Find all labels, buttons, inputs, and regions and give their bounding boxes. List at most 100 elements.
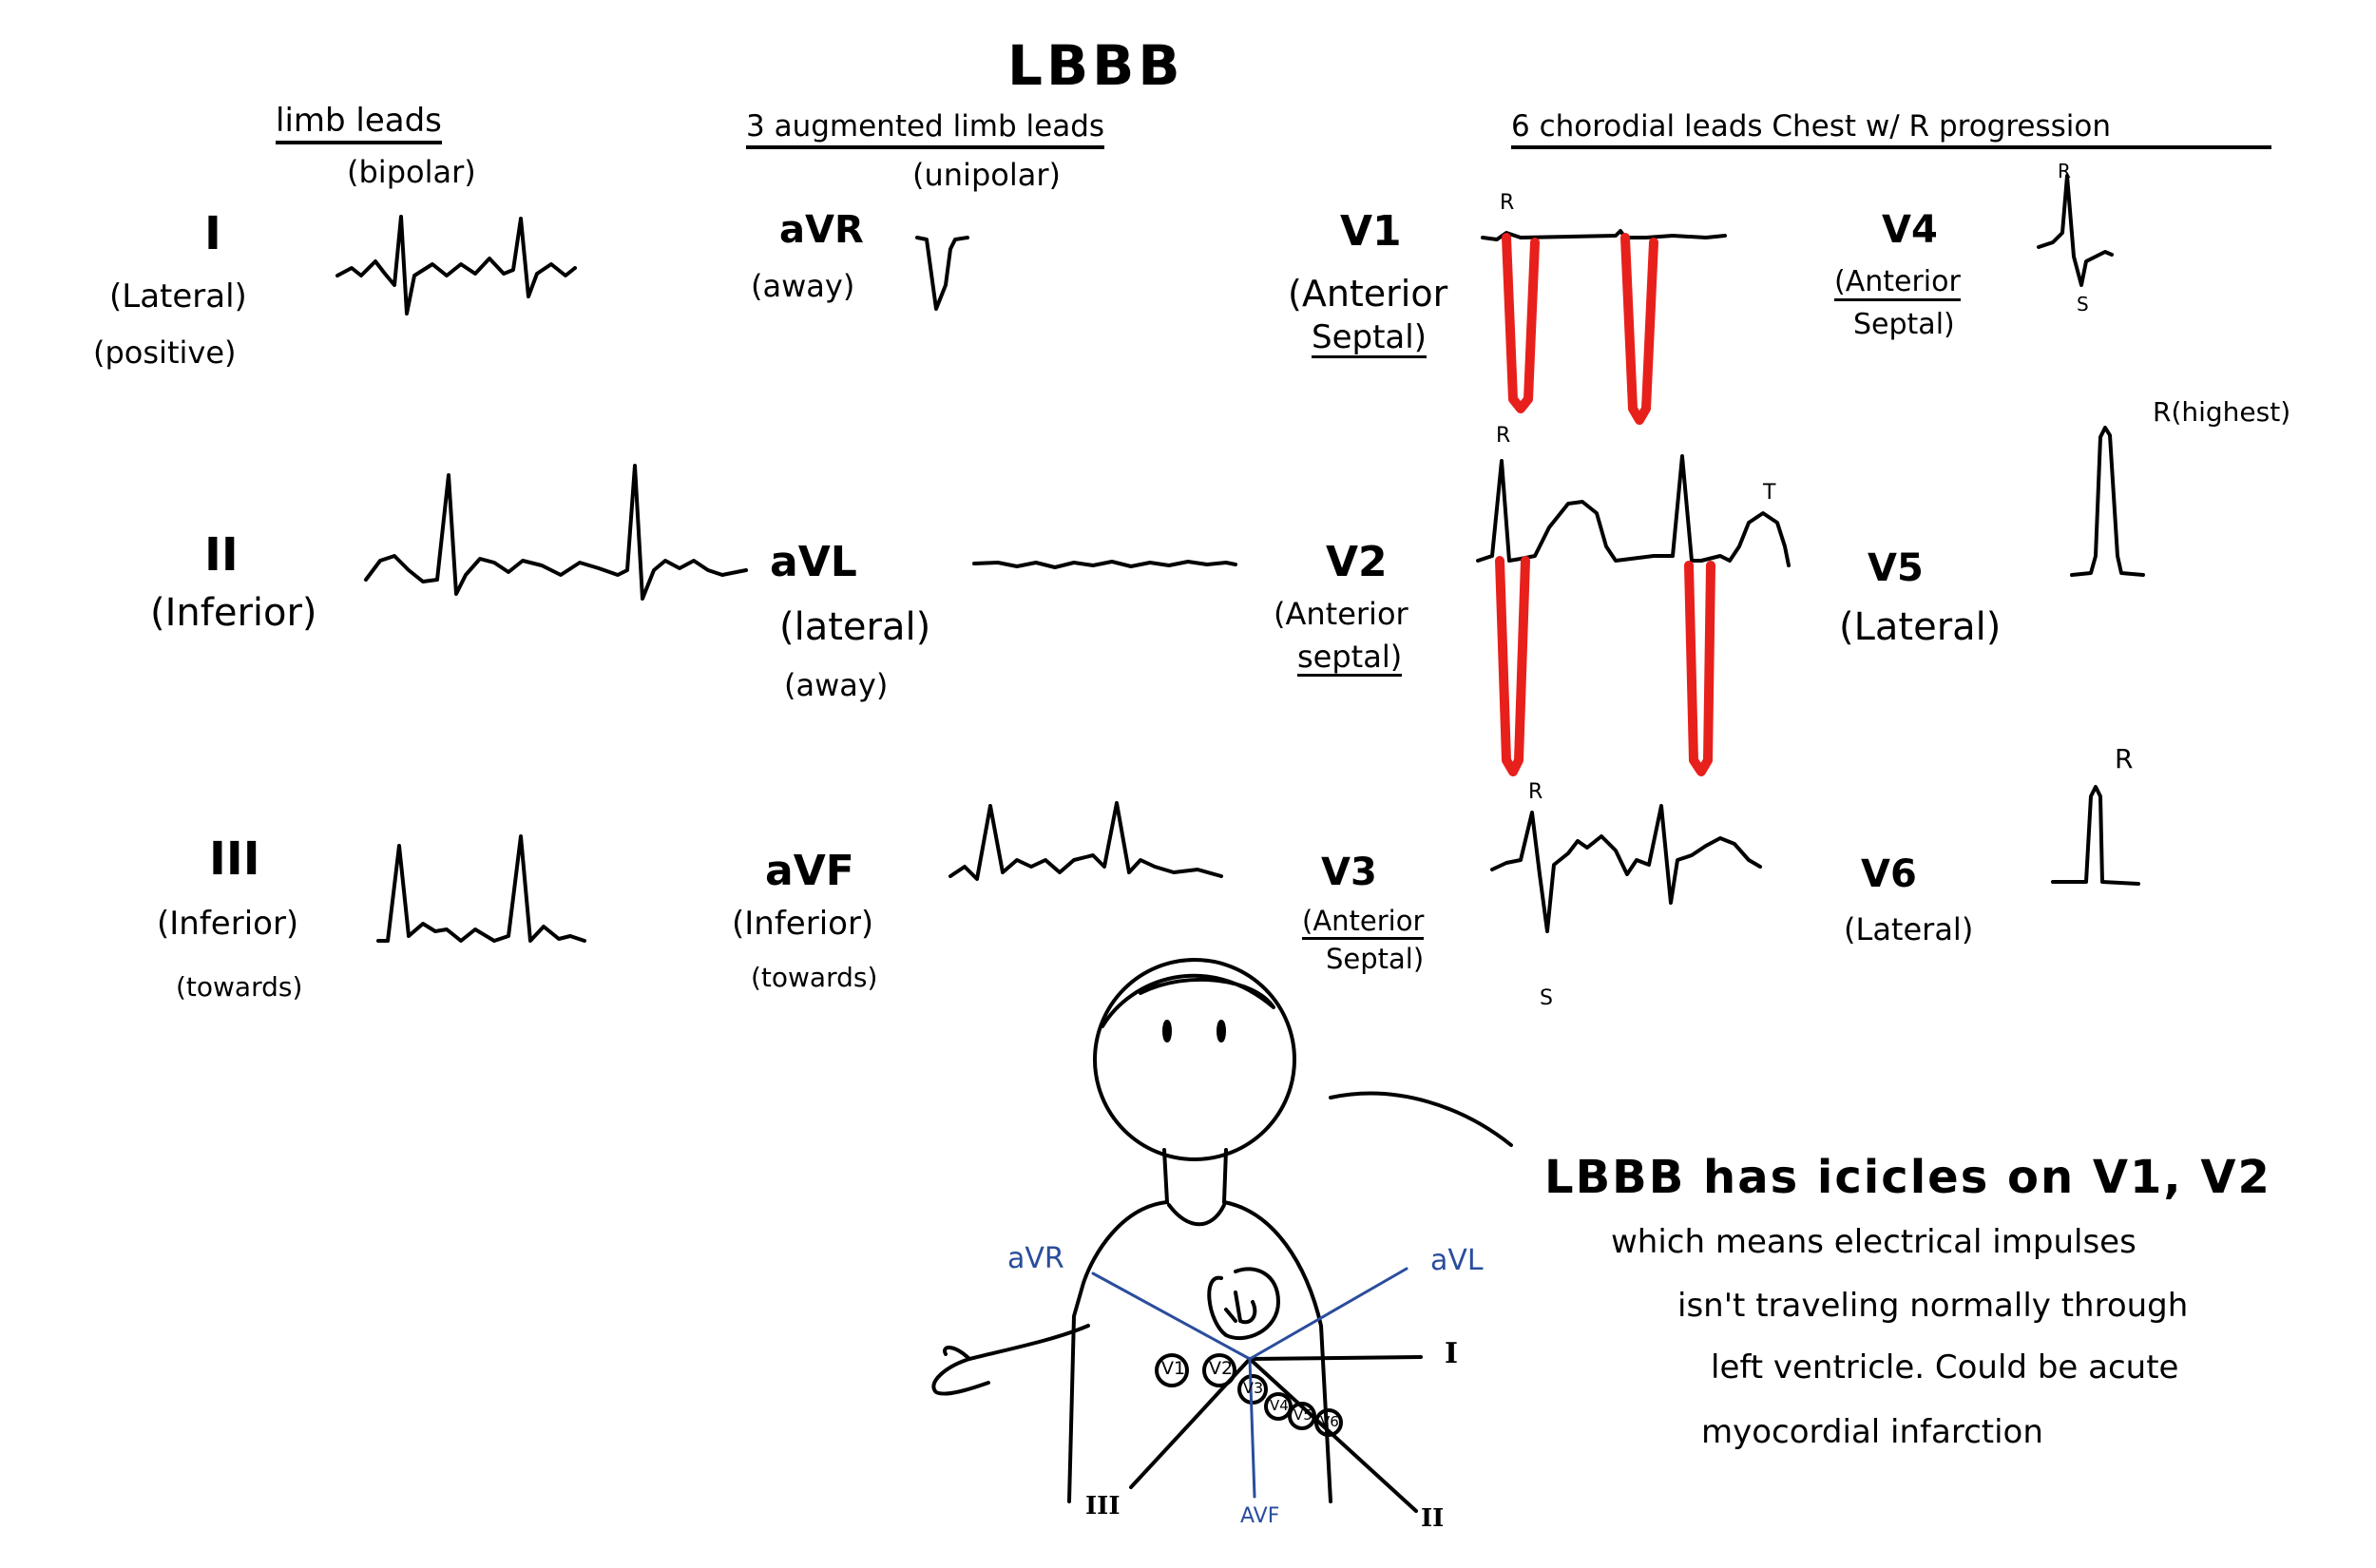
- v3-desc1: (Anterior: [1302, 908, 1425, 940]
- heart-shape: [1207, 1267, 1280, 1341]
- note-line-2: isn't traveling normally through: [1677, 1287, 2189, 1325]
- v1-r-label: R: [1500, 191, 1515, 215]
- avl-desc: (lateral): [779, 605, 931, 649]
- augmented-leads-sub: (unipolar): [912, 157, 1061, 193]
- electrode-v1-label: V1: [1161, 1358, 1186, 1379]
- v4-r-label: R: [2058, 160, 2071, 182]
- axis-i-line: [1248, 1355, 1423, 1361]
- axis-avl-label: aVL: [1430, 1244, 1484, 1277]
- figure-hair: [1101, 973, 1275, 1028]
- electrode-v1: [1155, 1353, 1189, 1387]
- axis-avr-label: aVR: [1007, 1242, 1064, 1275]
- speech-line: [1329, 1091, 1513, 1147]
- electrode-v2: [1202, 1353, 1236, 1387]
- v6-r-label: R: [2115, 743, 2134, 774]
- v3-name: V3: [1321, 851, 1377, 894]
- lead-iii-desc: (Inferior): [157, 905, 299, 943]
- figure-eye-right: [1217, 1020, 1226, 1042]
- axis-avl-line: [1248, 1267, 1408, 1361]
- v2-desc2: septal): [1297, 639, 1403, 677]
- axis-i-label: I: [1445, 1337, 1459, 1370]
- v2-icicle-2: [1684, 561, 1715, 776]
- axis-avf-line: [1248, 1357, 1256, 1499]
- chest-leads-header: 6 chorodial leads Chest w/ R progression: [1511, 112, 2271, 149]
- v3-desc2: Septal): [1326, 943, 1425, 975]
- v4-trace: [2037, 174, 2114, 287]
- avl-extra: (away): [784, 667, 889, 703]
- axis-avf-label: AVF: [1240, 1504, 1280, 1528]
- v5-r-label: R(highest): [2153, 396, 2291, 428]
- v1-icicle-2: [1620, 233, 1658, 425]
- v2-trace: [1476, 454, 1791, 567]
- v2-r-label: R: [1496, 424, 1511, 448]
- electrode-v4: [1264, 1392, 1293, 1421]
- avf-desc: (Inferior): [732, 905, 874, 943]
- v1-name: V1: [1340, 207, 1402, 256]
- lead-ii-name: II: [204, 528, 239, 582]
- lead-i-name: I: [204, 207, 221, 260]
- avf-extra: (towards): [751, 962, 878, 993]
- v2-name: V2: [1326, 538, 1388, 586]
- electrode-v3-label: V3: [1243, 1379, 1264, 1397]
- electrode-v2-label: V2: [1209, 1358, 1234, 1379]
- figure-collar: [1167, 1203, 1226, 1227]
- avl-trace: [972, 560, 1237, 569]
- v4-desc1: (Anterior: [1834, 268, 1961, 301]
- note-line-4: myocordial infarction: [1701, 1413, 2043, 1451]
- lead-iii-trace: [376, 834, 586, 943]
- avf-trace: [948, 801, 1223, 881]
- avr-trace: [915, 236, 969, 311]
- v1-baseline: [1481, 229, 1727, 241]
- electrode-v5-label: V5: [1293, 1406, 1313, 1424]
- electrode-v5: [1288, 1402, 1316, 1430]
- axis-iii-label: III: [1085, 1492, 1121, 1520]
- v2-desc1: (Anterior: [1274, 596, 1408, 632]
- electrode-v6: [1314, 1408, 1343, 1437]
- limb-leads-sub: (bipolar): [347, 154, 476, 190]
- v4-desc2: Septal): [1853, 308, 1955, 341]
- v5-trace: [2070, 426, 2145, 577]
- v6-desc1: (Lateral): [1844, 911, 1974, 947]
- lead-iii-extra: (towards): [176, 971, 303, 1003]
- lead-i-desc: (Lateral): [109, 277, 247, 316]
- v2-icicle-1: [1495, 556, 1530, 776]
- axis-avr-line: [1091, 1272, 1252, 1361]
- lead-i-trace: [335, 215, 577, 316]
- v5-desc1: (Lateral): [1839, 605, 2002, 649]
- avf-name: aVF: [765, 847, 854, 895]
- v3-s-label: S: [1540, 986, 1553, 1010]
- electrode-v6-label: V6: [1320, 1413, 1339, 1430]
- figure-arm: [931, 1324, 1090, 1396]
- lead-iii-name: III: [209, 832, 260, 886]
- v4-s-label: S: [2077, 293, 2089, 316]
- figure-eye-left: [1162, 1020, 1172, 1042]
- figure-head: [1093, 958, 1296, 1161]
- figure-neck: [1162, 1148, 1228, 1204]
- avr-name: aVR: [779, 208, 864, 252]
- heart-arrow: [1224, 1291, 1257, 1325]
- figure-torso: [1067, 1200, 1332, 1503]
- note-title: LBBB has icicles on V1, V2: [1544, 1151, 2271, 1204]
- v2-t-label: T: [1763, 481, 1776, 505]
- v1-desc1: (Anterior: [1288, 273, 1448, 315]
- lead-ii-desc: (Inferior): [150, 591, 317, 635]
- lead-ii-trace: [364, 464, 748, 601]
- v1-icicle-1: [1502, 233, 1540, 413]
- page-title: LBBB: [1007, 33, 1184, 98]
- avr-desc: (away): [751, 268, 855, 304]
- axis-ii-label: II: [1421, 1504, 1445, 1533]
- avl-name: aVL: [770, 538, 857, 586]
- v5-name: V5: [1868, 546, 1924, 590]
- v6-trace: [2051, 785, 2140, 886]
- v4-name: V4: [1882, 208, 1938, 252]
- note-line-1: which means electrical impulses: [1611, 1223, 2136, 1261]
- note-line-3: left ventricle. Could be acute: [1711, 1348, 2179, 1386]
- v1-desc2: Septal): [1312, 318, 1427, 358]
- lead-i-extra: (positive): [93, 335, 237, 371]
- electrode-v4-label: V4: [1270, 1397, 1289, 1414]
- v3-r-label: R: [1528, 780, 1543, 804]
- limb-leads-header: limb leads: [276, 105, 442, 144]
- augmented-leads-header: 3 augmented limb leads: [746, 112, 1105, 149]
